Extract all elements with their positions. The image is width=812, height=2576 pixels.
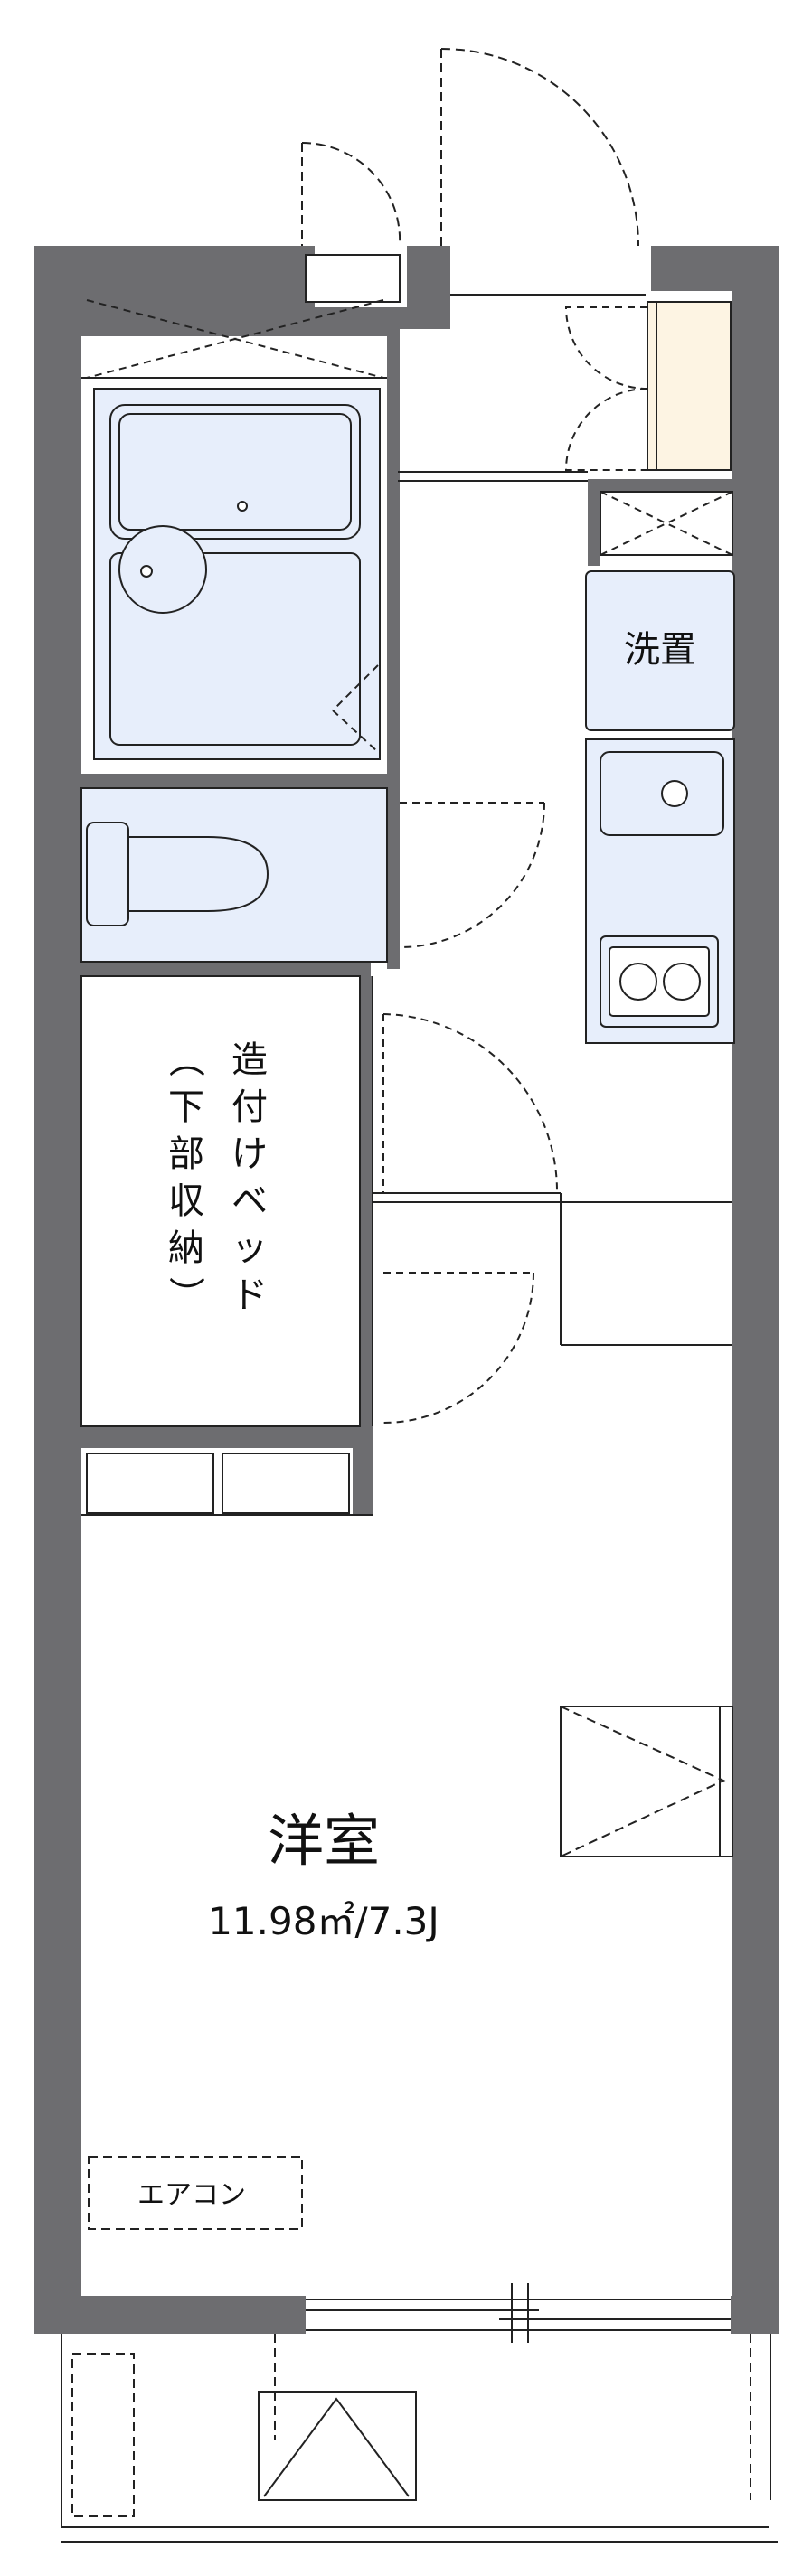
wall-bed-bottom xyxy=(81,1426,373,1448)
closet-door-arc-1 xyxy=(564,306,648,390)
shelves xyxy=(81,1453,373,1516)
toilet-room xyxy=(80,787,545,963)
room-area: 11.98㎡/7.3J xyxy=(208,1899,439,1943)
wall-bath-top xyxy=(81,291,407,336)
balcony-window[interactable] xyxy=(306,2283,731,2343)
bed-label-char-5: ッ xyxy=(231,1227,268,1269)
shoe-closet-box xyxy=(647,301,732,471)
aircon: エアコン xyxy=(88,2156,303,2230)
bed-label-char-4: ベ xyxy=(231,1180,268,1222)
balcony-storage xyxy=(71,2353,135,2517)
bath-door[interactable] xyxy=(332,664,379,753)
bathroom xyxy=(81,299,387,774)
bed-label-char-3: け xyxy=(231,1133,268,1175)
sink-drain xyxy=(661,780,688,807)
room-name: 洋室 xyxy=(268,1808,380,1874)
meter-box-door[interactable] xyxy=(301,141,401,303)
exterior-walls xyxy=(34,246,779,2334)
bed-label-char2-1: （ xyxy=(165,1041,206,1077)
hall-door-1[interactable] xyxy=(382,1013,559,1194)
burner-right xyxy=(663,963,701,1001)
wall-bed-right xyxy=(360,976,373,1433)
wall-bottom-right xyxy=(731,2296,779,2334)
door-swing-arc xyxy=(440,48,639,247)
bed-label-char2-3: 部 xyxy=(168,1133,204,1175)
western-room: 洋室 11.98㎡/7.3J エアコン xyxy=(88,1706,733,2230)
washer-label: 洗置 xyxy=(624,629,696,671)
burner-left xyxy=(619,963,657,1001)
kitchen-counter xyxy=(585,738,735,1044)
meter-box xyxy=(305,254,401,303)
bed-label-char-2: 付 xyxy=(231,1086,268,1128)
bath-drain xyxy=(237,501,248,512)
bed-label-char-1: 造 xyxy=(231,1039,268,1081)
interior-walls xyxy=(81,291,743,1515)
aircon-box xyxy=(88,2156,303,2230)
bed-label-char2-6: ） xyxy=(165,1276,206,1312)
room-door[interactable] xyxy=(382,1272,534,1424)
bath-vent xyxy=(86,299,384,379)
wall-kitchen-top xyxy=(588,479,743,492)
built-in-bed: 造 付 け ベ ッ ド （ 下 部 収 納 ） xyxy=(80,975,361,1427)
bathtub-inner xyxy=(118,413,352,531)
toilet-tank xyxy=(86,822,129,926)
aircon-label: エアコン xyxy=(137,2179,246,2211)
bed-label-char2-2: 下 xyxy=(168,1086,204,1128)
bed-label-char2-5: 納 xyxy=(168,1227,204,1269)
window-box xyxy=(560,1706,733,1857)
storage-box xyxy=(600,491,733,556)
wall-entry-pillar xyxy=(407,246,450,329)
wall-left xyxy=(34,246,81,2334)
toilet-bowl xyxy=(127,836,269,912)
shoe-closet xyxy=(564,301,732,471)
bed-label-char2-4: 収 xyxy=(168,1180,204,1222)
evacuation-hatch xyxy=(258,2391,417,2501)
thin-lines xyxy=(372,294,732,1426)
balcony xyxy=(61,2334,778,2543)
toilet-door[interactable] xyxy=(399,802,545,948)
closet-door-arc-2 xyxy=(564,388,648,471)
wall-bath-right xyxy=(387,329,400,783)
wall-kitchen-side xyxy=(588,479,600,566)
wall-bath-toilet-sep xyxy=(81,774,400,788)
wall-toilet-right xyxy=(387,788,400,969)
door-swing-arc xyxy=(301,141,401,247)
wall-right xyxy=(732,246,779,2334)
wall-bottom-left xyxy=(34,2296,306,2334)
entrance-door[interactable] xyxy=(440,48,639,247)
wall-toilet-bed-sep xyxy=(81,962,371,976)
bath-sink xyxy=(118,525,207,614)
washer-space: 洗置 xyxy=(585,570,735,731)
bed-label-char-6: ド xyxy=(231,1274,268,1316)
wall-shelf-right xyxy=(353,1446,373,1515)
